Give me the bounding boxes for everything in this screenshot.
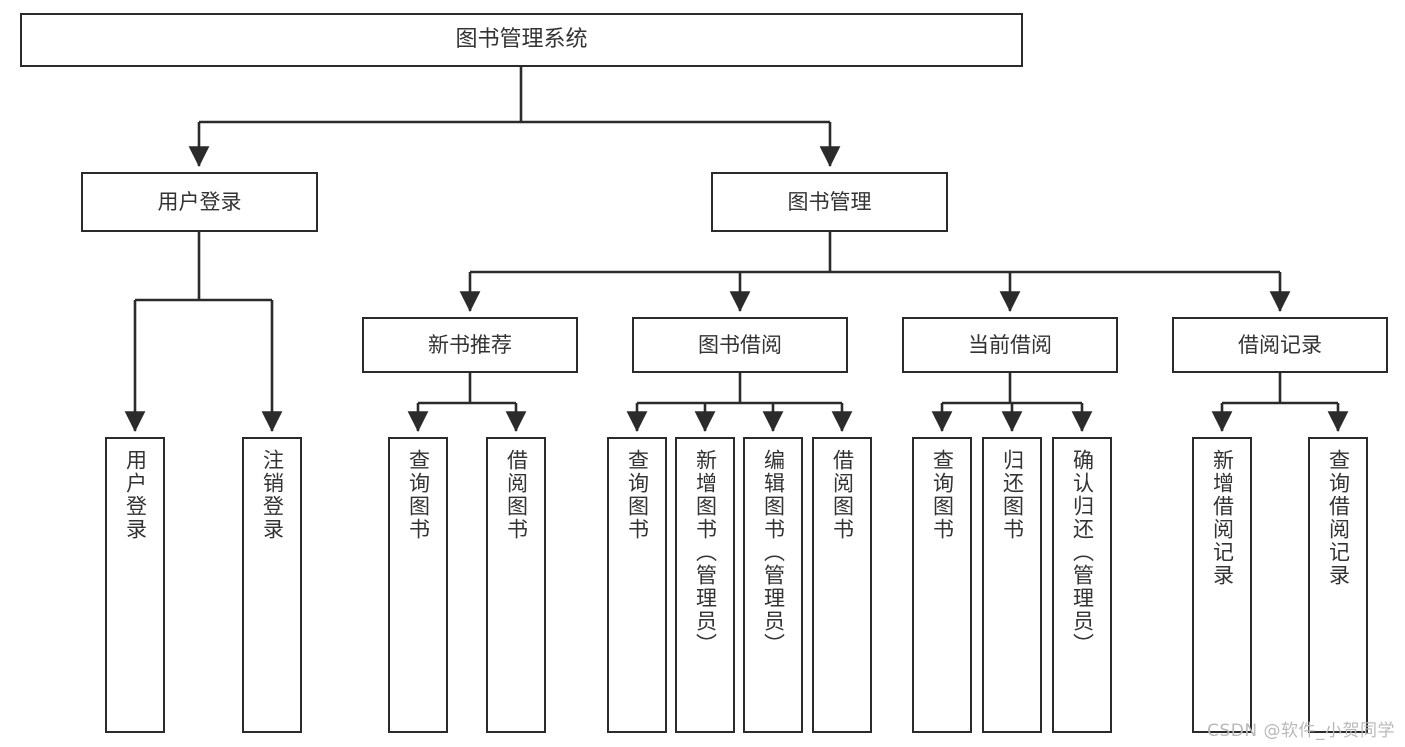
node-current-borrow-label: 当前借阅 bbox=[968, 332, 1052, 357]
node-book-borrow-label: 图书借阅 bbox=[698, 332, 782, 357]
node-leaf-query-book-1-label: 查询图书 bbox=[406, 449, 431, 541]
node-leaf-return-book-label: 归还图书 bbox=[1000, 449, 1025, 541]
node-leaf-user-login-label: 用户登录 bbox=[123, 449, 148, 541]
node-user-login[interactable]: 用户登录 bbox=[81, 172, 318, 232]
node-leaf-query-record-label: 查询借阅记录 bbox=[1326, 449, 1351, 587]
node-leaf-query-record[interactable]: 查询借阅记录 bbox=[1308, 437, 1368, 733]
node-leaf-add-record[interactable]: 新增借阅记录 bbox=[1192, 437, 1252, 733]
node-new-book-rec-label: 新书推荐 bbox=[428, 332, 512, 357]
node-leaf-logout-label: 注销登录 bbox=[260, 449, 285, 541]
node-leaf-confirm-return-label: 确认归还（管理员） bbox=[1070, 449, 1095, 656]
node-leaf-confirm-return[interactable]: 确认归还（管理员） bbox=[1052, 437, 1112, 733]
node-leaf-borrow-book-1-label: 借阅图书 bbox=[504, 449, 529, 541]
node-book-manage-label: 图书管理 bbox=[787, 189, 872, 214]
node-leaf-query-book-1[interactable]: 查询图书 bbox=[388, 437, 448, 733]
node-leaf-add-record-label: 新增借阅记录 bbox=[1210, 449, 1235, 587]
node-leaf-user-login[interactable]: 用户登录 bbox=[105, 437, 165, 733]
node-leaf-query-book-3[interactable]: 查询图书 bbox=[912, 437, 972, 733]
node-leaf-edit-book[interactable]: 编辑图书（管理员） bbox=[743, 437, 803, 733]
node-new-book-rec[interactable]: 新书推荐 bbox=[362, 317, 578, 373]
node-current-borrow[interactable]: 当前借阅 bbox=[902, 317, 1118, 373]
node-user-login-label: 用户登录 bbox=[157, 189, 242, 214]
node-leaf-query-book-3-label: 查询图书 bbox=[930, 449, 955, 541]
node-leaf-query-book-2-label: 查询图书 bbox=[625, 449, 650, 541]
node-book-borrow[interactable]: 图书借阅 bbox=[632, 317, 848, 373]
node-leaf-return-book[interactable]: 归还图书 bbox=[982, 437, 1042, 733]
node-leaf-query-book-2[interactable]: 查询图书 bbox=[607, 437, 667, 733]
node-root[interactable]: 图书管理系统 bbox=[20, 13, 1023, 67]
node-leaf-logout[interactable]: 注销登录 bbox=[242, 437, 302, 733]
node-leaf-borrow-book-2[interactable]: 借阅图书 bbox=[812, 437, 872, 733]
node-root-label: 图书管理系统 bbox=[455, 27, 588, 53]
node-leaf-add-book[interactable]: 新增图书（管理员） bbox=[675, 437, 735, 733]
node-borrow-record[interactable]: 借阅记录 bbox=[1172, 317, 1388, 373]
node-leaf-edit-book-label: 编辑图书（管理员） bbox=[761, 449, 786, 656]
node-leaf-add-book-label: 新增图书（管理员） bbox=[693, 449, 718, 656]
node-borrow-record-label: 借阅记录 bbox=[1238, 332, 1322, 357]
node-leaf-borrow-book-1[interactable]: 借阅图书 bbox=[486, 437, 546, 733]
node-book-manage[interactable]: 图书管理 bbox=[711, 172, 948, 232]
node-leaf-borrow-book-2-label: 借阅图书 bbox=[830, 449, 855, 541]
csdn-watermark: CSDN @软件_小贺同学 bbox=[1207, 721, 1395, 741]
